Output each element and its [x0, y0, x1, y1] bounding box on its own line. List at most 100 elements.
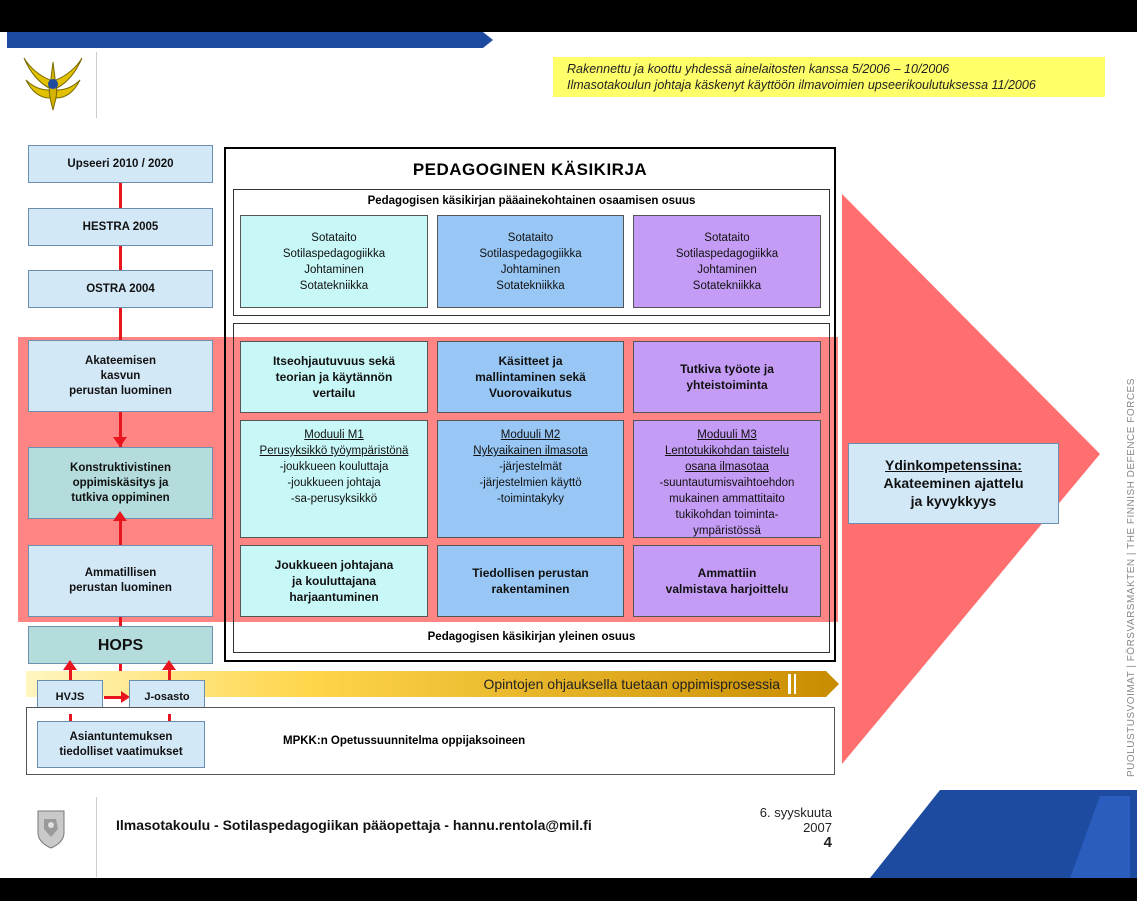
curriculum-label: MPKK:n Opetussuunnitelma oppijaksoineen: [283, 735, 526, 747]
info-note-line-1: Rakennettu ja koottu yhdessä ainelaitost…: [567, 62, 950, 76]
handbook-frame: [224, 147, 836, 662]
subject-label: Sotilaspedagogiikka: [282, 247, 386, 260]
subject-label: Sotilaspedagogiikka: [675, 247, 779, 260]
slide: Rakennettu ja koottu yhdessä ainelaitost…: [0, 32, 1137, 878]
header-divider: [96, 52, 97, 118]
box-line: Akateemisen: [85, 354, 156, 367]
box-line: tiedolliset vaatimukset: [59, 745, 183, 758]
arrow-right-icon: [121, 691, 130, 703]
organization-side-text: PUOLUSTUSVOIMAT | FÖRSVARSMAKTEN | THE F…: [1126, 378, 1137, 777]
hops-box: HOPS: [28, 626, 213, 664]
box-line: Ammatillisen: [84, 567, 157, 579]
arrow-up-icon: [162, 660, 176, 670]
core-title: Ydinkompetenssina:: [885, 457, 1022, 473]
goal-line: yhteistoiminta: [686, 378, 768, 392]
module-line: tukikohdan toiminta-: [675, 509, 779, 521]
goal-box-1: Itseohjautuvuus sekä teorian ja käytännö…: [240, 341, 428, 413]
air-force-emblem-icon: [23, 57, 83, 111]
core-line: Akateeminen ajattelu: [883, 475, 1024, 491]
subject-box-1: Sotataito Sotilaspedagogiikka Johtaminen…: [240, 215, 428, 308]
module-title: Moduuli M3: [697, 429, 757, 441]
box-line: oppimiskäsitys ja: [72, 476, 169, 489]
box-line: perustan luominen: [69, 384, 172, 397]
page-number: 4: [823, 834, 832, 851]
hvjs-arrow-line: [104, 696, 122, 699]
josasto-connector: [168, 669, 171, 681]
module-line: -joukkueen johtaja: [287, 477, 381, 489]
subject-label: Sotataito: [704, 231, 750, 244]
info-note: Rakennettu ja koottu yhdessä ainelaitost…: [553, 57, 1105, 97]
goal-line: teorian ja käytännön: [275, 370, 393, 384]
goal-line: vertailu: [312, 386, 356, 400]
practice-line: ja kouluttajana: [291, 574, 377, 588]
hvjs-connector: [69, 669, 72, 681]
ostra-box: OSTRA 2004: [28, 270, 213, 308]
guidance-banner: [26, 671, 839, 697]
subject-label: Johtaminen: [500, 263, 561, 276]
goal-line: Käsitteet ja: [498, 354, 563, 368]
handbook-title: PEDAGOGINEN KÄSIKIRJA: [412, 160, 648, 179]
subject-label: Johtaminen: [304, 263, 364, 276]
goal-box-2: Käsitteet ja mallintaminen sekä Vuorovai…: [437, 341, 624, 413]
arrow-down-icon: [113, 437, 127, 447]
subject-box-3: Sotataito Sotilaspedagogiikka Johtaminen…: [633, 215, 821, 308]
module-line: Lentotukikohdan taistelu: [664, 445, 790, 457]
goal-line: Vuorovaikutus: [489, 386, 572, 400]
practice-line: harjaantuminen: [289, 590, 379, 604]
practice-line: valmistava harjoittelu: [665, 582, 789, 596]
subject-section-title: Pedagogisen käsikirjan pääainekohtainen …: [367, 195, 696, 207]
bottom-accent: [870, 790, 1137, 878]
subject-label: Sotatekniikka: [299, 279, 369, 292]
practice-line: Ammattiin: [697, 566, 757, 580]
practice-box-1: Joukkueen johtajana ja kouluttajana harj…: [240, 545, 428, 617]
practice-box-3: Ammattiin valmistava harjoittelu: [633, 545, 821, 617]
core-competence-box: Ydinkompetenssina: Akateeminen ajattelu …: [848, 443, 1059, 524]
konstruktivistinen-box: Konstruktivistinen oppimiskäsitys ja tut…: [28, 447, 213, 519]
module-line: mukainen ammattitaito: [669, 493, 785, 505]
module-line: osana ilmasotaa: [685, 461, 769, 473]
upseeri-box: Upseeri 2010 / 2020: [28, 145, 213, 183]
module-line: -sa-perusyksikkö: [290, 493, 378, 505]
module-line: -järjestelmät: [499, 461, 562, 473]
practice-box-2: Tiedollisen perustan rakentaminen: [437, 545, 624, 617]
module-line: -joukkueen kouluttaja: [279, 461, 389, 473]
module-line: Perusyksikkö työympäristönä: [259, 445, 409, 457]
subject-box-2: Sotataito Sotilaspedagogiikka Johtaminen…: [437, 215, 624, 308]
practice-line: Joukkueen johtajana: [274, 558, 394, 572]
goal-line: mallintaminen sekä: [475, 370, 586, 384]
josasto-box: J-osasto: [129, 680, 205, 714]
goal-line: Itseohjautuvuus sekä: [272, 354, 396, 368]
footer-date-line: 6. syyskuuta: [759, 805, 832, 820]
hestra-box: HESTRA 2005: [28, 208, 213, 246]
box-line: perustan luominen: [69, 582, 172, 594]
module-m2: Moduuli M2 Nykyaikainen ilmasota -järjes…: [437, 420, 624, 538]
asiant-connector: [69, 714, 72, 724]
module-line: Nykyaikainen ilmasota: [473, 445, 588, 457]
guidance-banner-text: Opintojen ohjauksella tuetaan oppimispro…: [483, 676, 780, 692]
subject-label: Sotataito: [311, 231, 357, 244]
module-title: Moduuli M2: [500, 429, 561, 441]
core-line: ja kyvykkyys: [910, 493, 997, 509]
asiant-connector: [168, 714, 171, 724]
module-line: -suuntautumisvaihtoehdon: [659, 477, 795, 489]
hvjs-box: HVJS: [37, 680, 103, 714]
left-flow-line: [119, 182, 122, 672]
footer-date: 6. syyskuuta 2007 4: [740, 805, 832, 850]
module-line: -toimintakyky: [496, 493, 565, 505]
module-line: -järjestelmien käyttö: [479, 477, 582, 489]
subject-label: Johtaminen: [697, 263, 757, 276]
subject-label: Sotataito: [507, 231, 554, 244]
box-line: Konstruktivistinen: [70, 461, 171, 474]
coat-of-arms-icon: [37, 810, 65, 849]
module-line: ympäristössä: [693, 525, 761, 537]
box-line: kasvun: [100, 369, 141, 382]
subject-label: Sotatekniikka: [692, 279, 762, 292]
footer-text: Ilmasotakoulu - Sotilaspedagogiikan pääo…: [116, 817, 592, 833]
top-accent-bar: [7, 32, 483, 48]
ammatillisen-box: Ammatillisen perustan luominen: [28, 545, 213, 617]
asiantuntemus-box: Asiantuntemuksen tiedolliset vaatimukset: [37, 721, 205, 768]
subject-label: Sotilaspedagogiikka: [479, 247, 582, 260]
module-m3: Moduuli M3 Lentotukikohdan taistelu osan…: [633, 420, 821, 538]
akateeminen-box: Akateemisen kasvun perustan luominen: [28, 340, 213, 412]
goal-box-3: Tutkiva työote ja yhteistoiminta: [633, 341, 821, 413]
